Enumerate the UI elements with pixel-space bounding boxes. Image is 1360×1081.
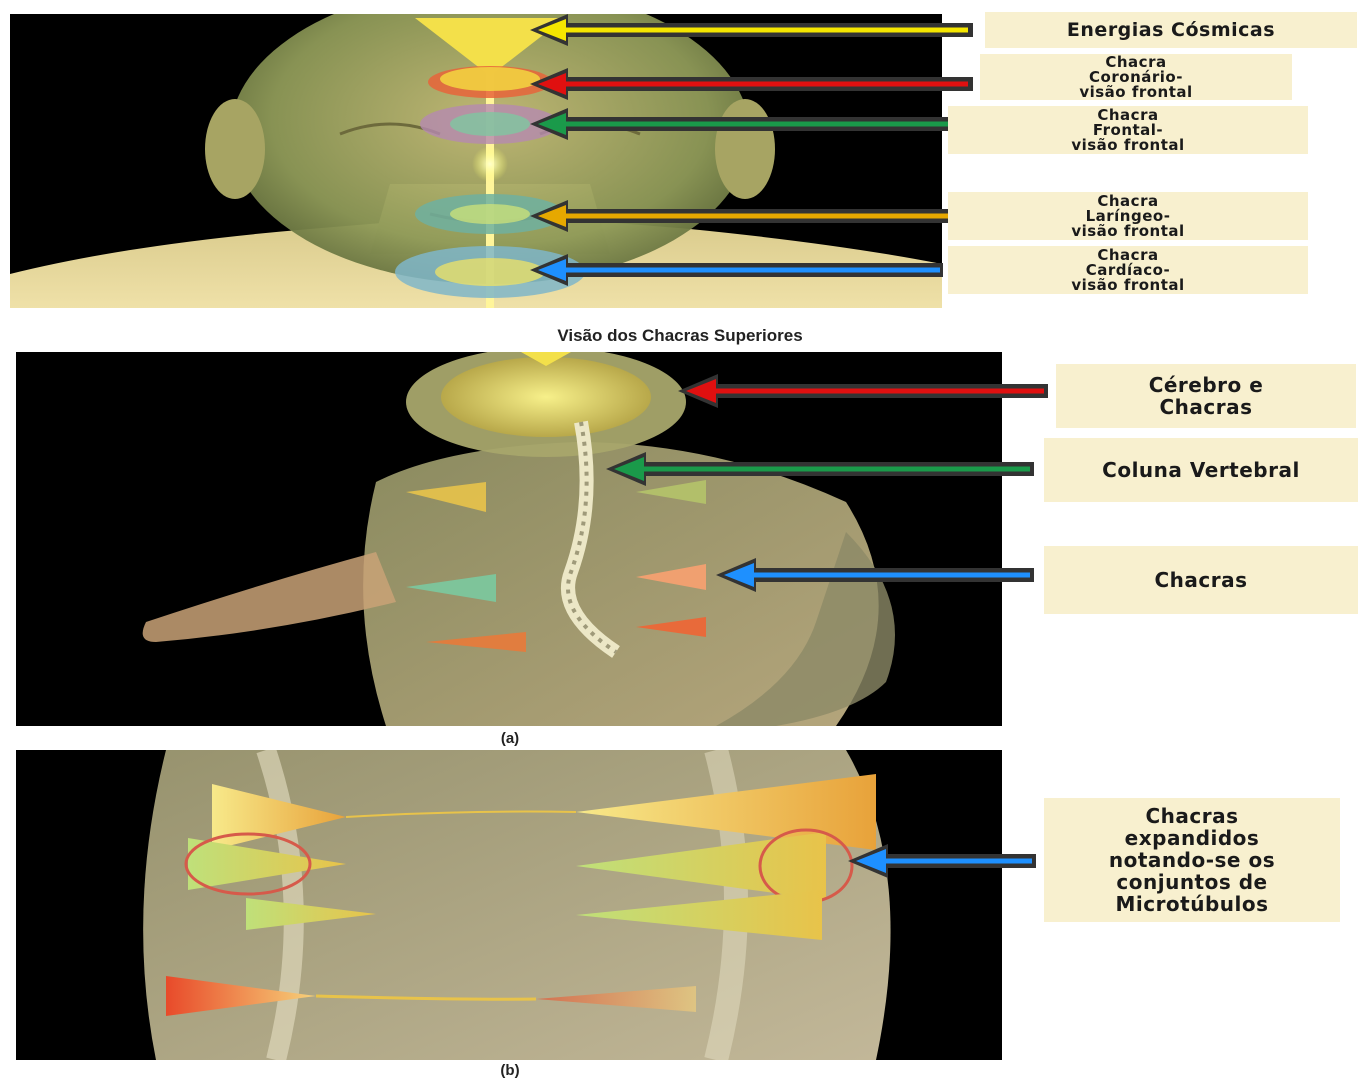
throat-arrow [528,200,980,232]
caption-upper-chakras: Visão dos Chacras Superiores [420,326,940,346]
chakras-arrow [714,558,1040,592]
label-chakras: Chacras [1044,546,1358,614]
label-spine: Coluna Vertebral [1044,438,1358,502]
label-expanded-chakras: Chacras expandidos notando-se os conjunt… [1044,798,1340,922]
body-chakras-illustration [16,352,1002,726]
frontal-arrow [528,108,980,140]
caption-a: (a) [470,730,550,747]
label-throat-chakra: Chacra Laríngeo- visão frontal [948,192,1308,240]
spine-arrow [604,452,1040,486]
heart-arrow [528,254,948,286]
caption-b: (b) [470,1062,550,1079]
label-crown-chakra: Chacra Coronário- visão frontal [980,54,1292,100]
brain-arrow [676,374,1056,408]
label-frontal-chakra: Chacra Frontal- visão frontal [948,106,1308,154]
cosmic-arrow [528,14,980,46]
expanded-arrow [846,844,1040,878]
label-cosmic-energies: Energias Cósmicas [985,12,1357,48]
crown-arrow [528,68,980,100]
label-heart-chakra: Chacra Cardíaco- visão frontal [948,246,1308,294]
expanded-chakras-illustration [16,750,1002,1060]
label-brain-chakras: Cérebro e Chacras [1056,364,1356,428]
